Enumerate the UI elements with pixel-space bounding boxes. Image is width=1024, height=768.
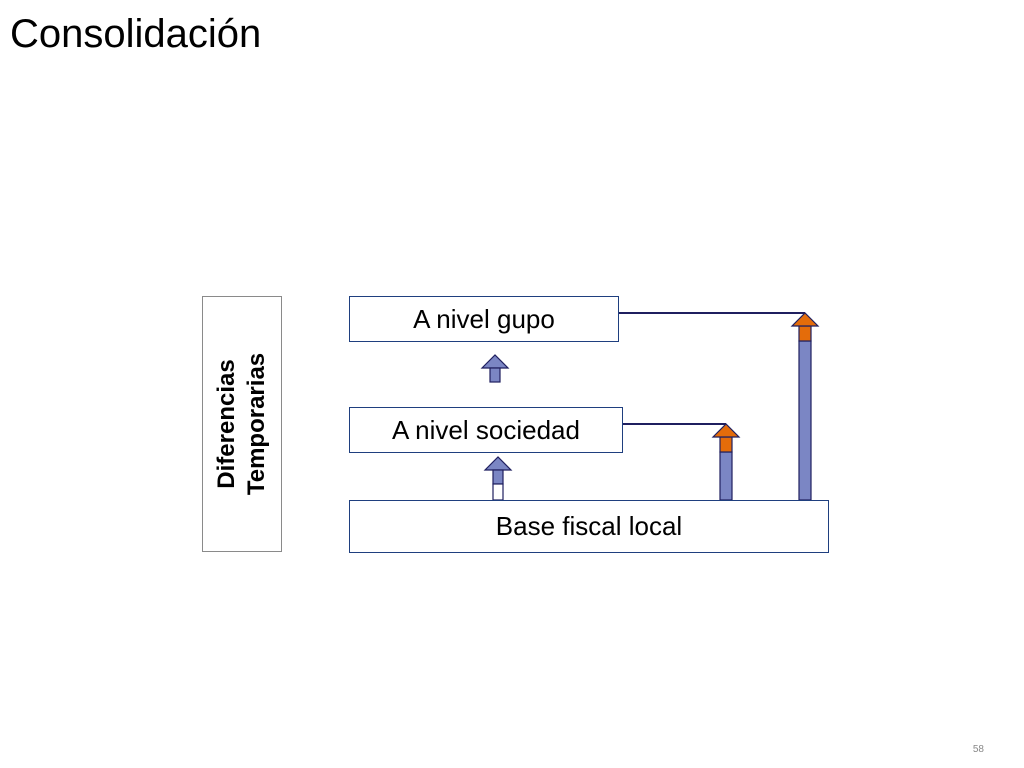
- group-level-bar: [790, 312, 820, 501]
- side-label-box: Diferencias Temporarias: [202, 296, 282, 552]
- company-level-box: A nivel sociedad: [349, 407, 623, 453]
- company-level-label: A nivel sociedad: [392, 414, 580, 445]
- base-level-label: Base fiscal local: [495, 511, 683, 541]
- group-level-box: A nivel gupo: [349, 296, 619, 342]
- slide-title: Consolidación: [10, 12, 262, 56]
- group-level-label: A nivel gupo: [413, 303, 555, 334]
- up-arrow-icon: [483, 456, 513, 501]
- company-level-bar: [711, 423, 741, 501]
- page-number: 58: [972, 744, 984, 755]
- up-arrow-icon: [480, 354, 510, 383]
- base-level-box: Base fiscal local: [349, 500, 829, 553]
